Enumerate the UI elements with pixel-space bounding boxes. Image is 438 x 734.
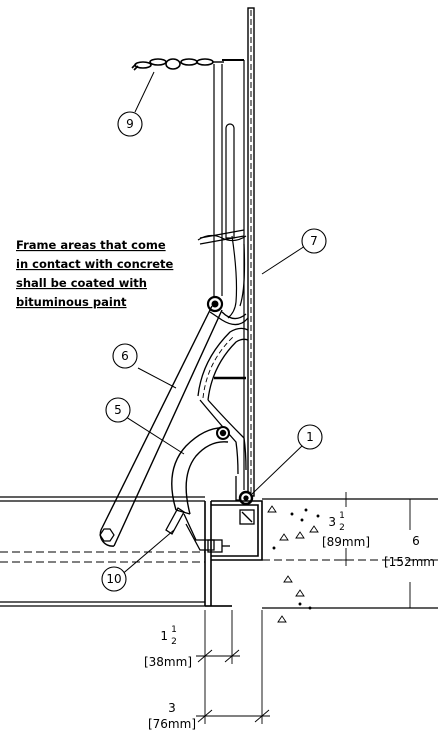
callout-9: 9 (117, 111, 143, 137)
chain (131, 58, 224, 71)
svg-text:6: 6 (121, 349, 129, 363)
dimension-3-1-2: 3 1 2 [89mm] (322, 511, 370, 549)
svg-text:6: 6 (412, 534, 420, 548)
callout-leaders (119, 71, 306, 577)
svg-text:1: 1 (339, 511, 345, 521)
callout-10: 10 (101, 566, 127, 592)
svg-text:2: 2 (171, 637, 177, 647)
svg-text:2: 2 (339, 523, 345, 533)
dimension-1-1-2: 1 1 2 [38mm] (144, 625, 192, 669)
callout-6: 6 (112, 343, 138, 369)
svg-text:[152mm: [152mm (384, 555, 435, 569)
svg-text:[76mm]: [76mm] (148, 717, 196, 731)
svg-text:5: 5 (114, 403, 122, 417)
upper-latch-bracket (209, 311, 249, 326)
svg-text:[38mm]: [38mm] (144, 655, 192, 669)
dimension-6: 6 [152mm (384, 534, 435, 569)
callout-5: 5 (105, 397, 131, 423)
svg-text:1: 1 (306, 430, 314, 444)
svg-text:Frame areas that come: Frame areas that come (16, 238, 166, 252)
concrete-aggregate (267, 505, 320, 623)
svg-text:1: 1 (160, 629, 168, 643)
svg-text:[89mm]: [89mm] (322, 535, 370, 549)
bottom-clip (165, 507, 230, 553)
callout-7: 7 (301, 228, 327, 254)
svg-text:1: 1 (171, 625, 177, 635)
callout-1: 1 (297, 424, 323, 450)
svg-text:bituminous paint: bituminous paint (16, 295, 127, 309)
svg-text:in contact with concrete: in contact with concrete (16, 257, 174, 271)
svg-text:3: 3 (328, 515, 336, 529)
vertical-wall-frame (222, 7, 255, 497)
svg-text:10: 10 (106, 572, 121, 586)
lever-arm (99, 305, 223, 547)
svg-text:9: 9 (126, 117, 134, 131)
break-mark (197, 234, 247, 242)
dimension-lines (196, 492, 416, 724)
vertical-rod (199, 64, 246, 319)
hook-latch (171, 426, 230, 515)
frame-channel (204, 500, 263, 607)
svg-text:7: 7 (310, 234, 318, 248)
coating-note: Frame areas that come in contact with co… (16, 238, 174, 309)
curved-arm (197, 327, 249, 475)
svg-text:3: 3 (168, 701, 176, 715)
svg-text:shall be coated with: shall be coated with (16, 276, 147, 290)
upper-pivot-bolt (206, 295, 224, 313)
dimension-3: 3 [76mm] (148, 701, 196, 731)
